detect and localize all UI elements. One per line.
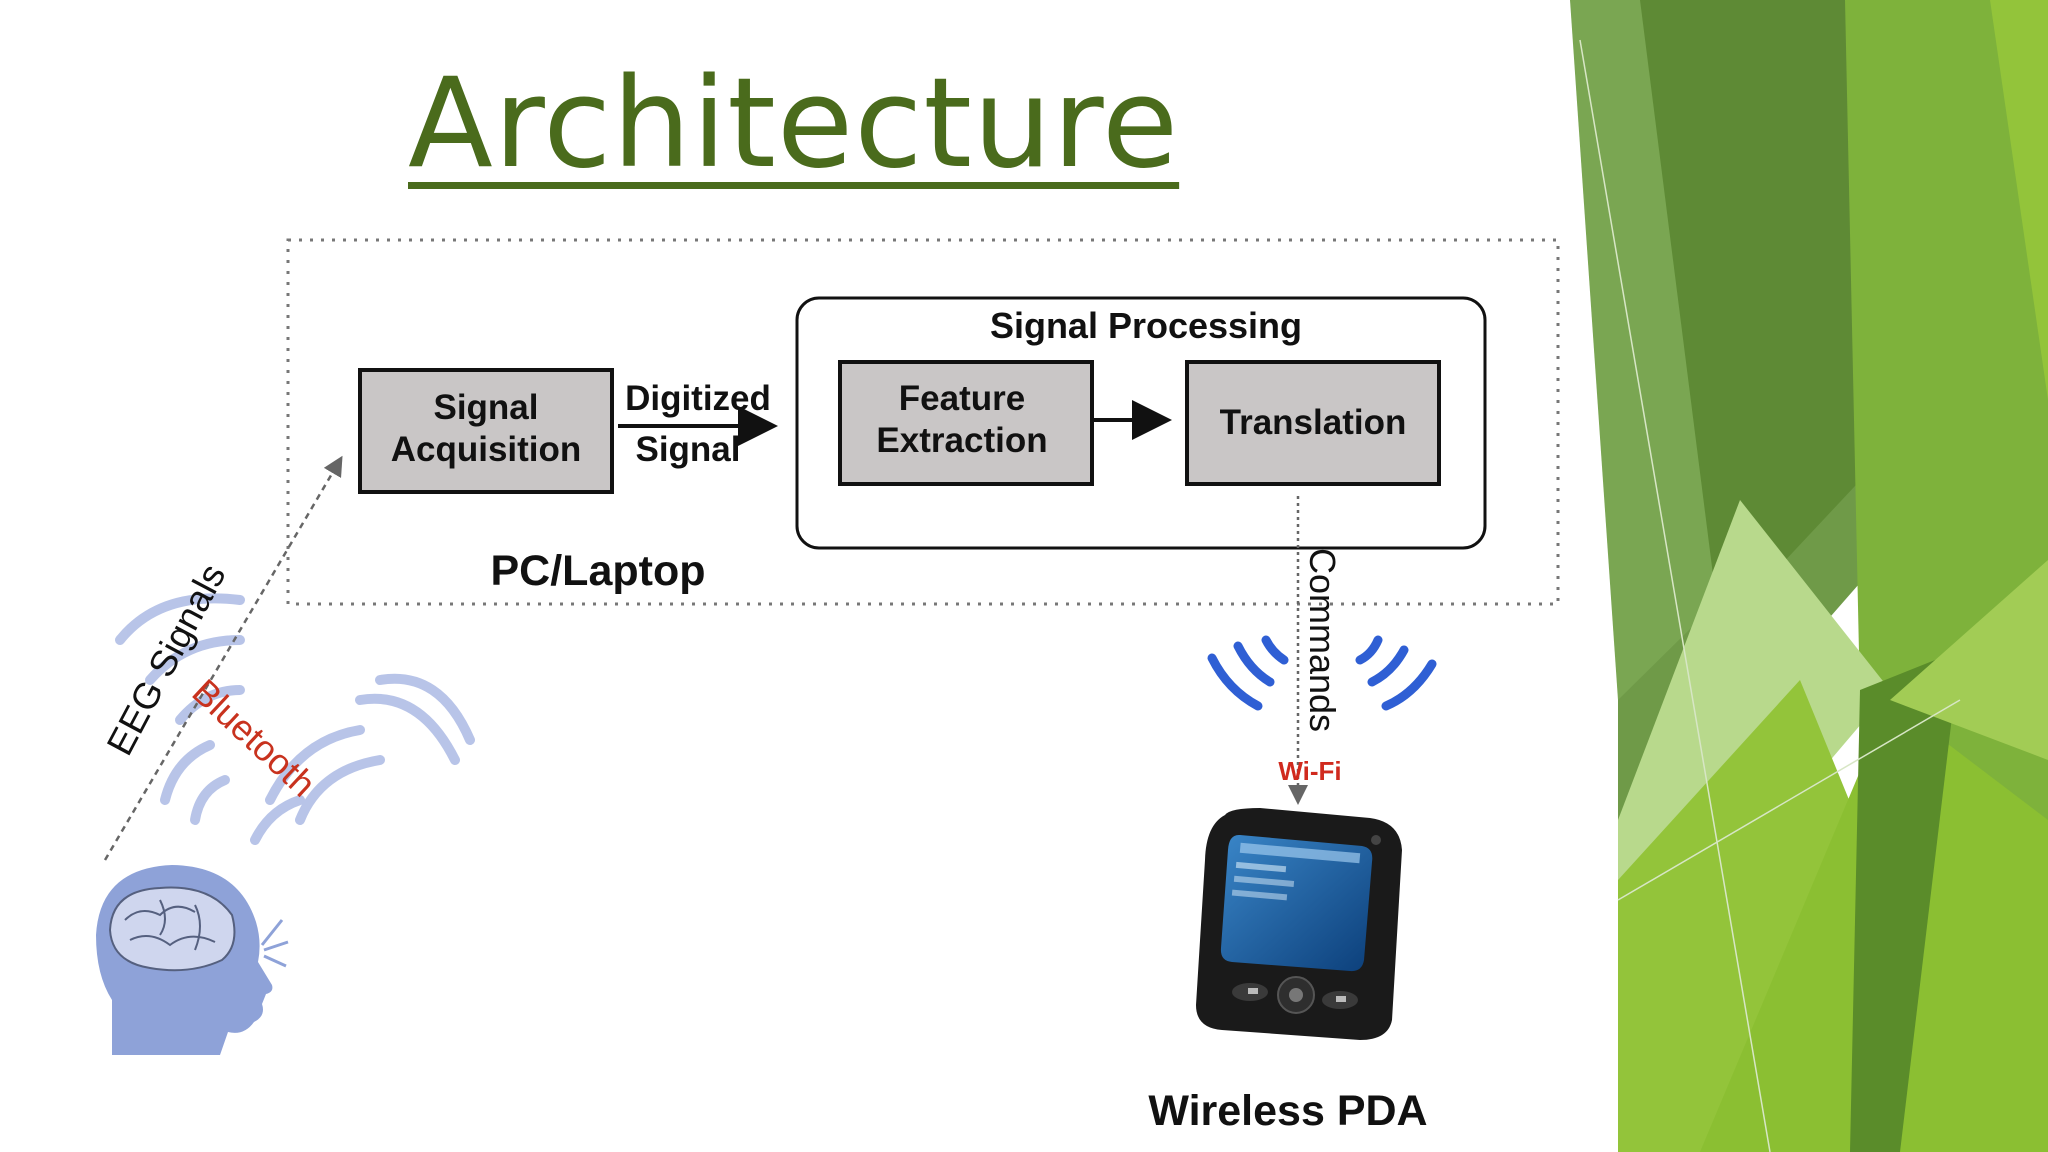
pc-laptop-container (286, 238, 1560, 606)
translation-label: Translation (1220, 403, 1407, 442)
commands-label: Commands (1302, 548, 1343, 732)
wifi-label: Wi-Fi (1278, 756, 1341, 786)
bluetooth-waves-icon (115, 593, 475, 845)
signal-processing-label: Signal Processing (990, 305, 1302, 346)
pda-device-icon (1196, 808, 1402, 1040)
feature-extraction-box (838, 360, 1094, 486)
eeg-signals-label: EEG Signals (99, 557, 234, 761)
signal-acquisition-line2: Acquisition (391, 430, 582, 469)
signal-label: Signal (635, 430, 740, 469)
signal-acquisition-line1: Signal (433, 388, 538, 427)
pc-laptop-label: PC/Laptop (491, 547, 706, 595)
wifi-waves-icon (1207, 635, 1437, 711)
brain-head-icon (96, 865, 289, 1055)
eeg-signals-arrow (103, 455, 343, 861)
feature-extraction-line2: Extraction (876, 421, 1047, 460)
signal-acquisition-box (358, 368, 614, 494)
digitized-label: Digitized (625, 379, 771, 418)
slide-title: Architecture (408, 52, 1180, 196)
translation-box (1185, 360, 1441, 486)
bluetooth-label: Bluetooth (185, 671, 324, 805)
feature-extraction-line1: Feature (899, 379, 1025, 418)
wireless-pda-label: Wireless PDA (1148, 1087, 1427, 1135)
